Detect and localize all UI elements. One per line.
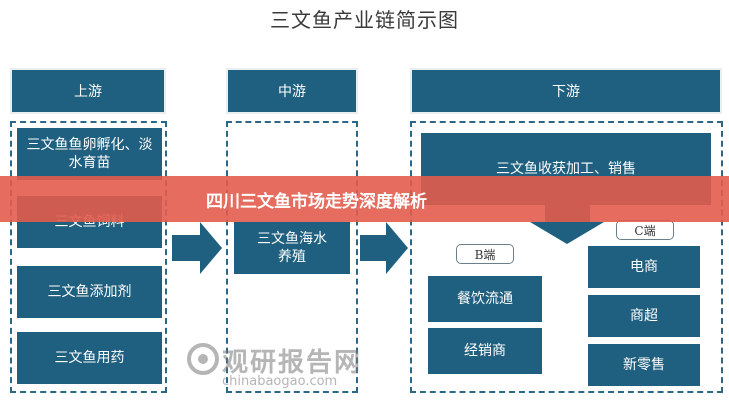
b-channel-tag: B端 xyxy=(456,244,514,264)
upstream-container xyxy=(10,121,167,393)
upstream-item-additive: 三文鱼添加剂 xyxy=(17,266,162,318)
arrow-upstream-to-midstream xyxy=(172,222,222,274)
overlay-banner: 四川三文鱼市场走势深度解析 xyxy=(0,176,729,222)
c-channel-tag: C端 xyxy=(616,220,674,240)
header-midstream: 中游 xyxy=(228,70,356,112)
watermark-logo-icon xyxy=(187,343,219,375)
header-downstream: 下游 xyxy=(412,70,720,112)
upstream-item-medicine: 三文鱼用药 xyxy=(17,332,162,384)
midstream-item-sea-farming: 三文鱼海水养殖 xyxy=(234,222,350,274)
watermark-name: 观研报告网 xyxy=(222,348,363,378)
midstream-container xyxy=(226,121,358,393)
arrow-midstream-to-downstream xyxy=(360,222,408,274)
upstream-item-hatching: 三文鱼鱼卵孵化、淡水育苗 xyxy=(17,128,162,180)
c-channel-item-ecommerce: 电商 xyxy=(588,246,700,288)
b-channel-item-distributor: 经销商 xyxy=(428,328,542,374)
b-channel-item-catering: 餐饮流通 xyxy=(428,276,542,322)
c-channel-item-supermarket: 商超 xyxy=(588,295,700,337)
header-upstream: 上游 xyxy=(12,70,164,112)
diagram-title: 三文鱼产业链简示图 xyxy=(270,8,459,32)
banner-title: 四川三文鱼市场走势深度解析 xyxy=(206,191,427,212)
downstream-container xyxy=(410,121,723,393)
c-channel-item-new-retail: 新零售 xyxy=(588,344,700,386)
watermark-url: chinabaogao.com xyxy=(222,374,338,389)
midstream-item-label: 三文鱼海水养殖 xyxy=(257,231,327,265)
